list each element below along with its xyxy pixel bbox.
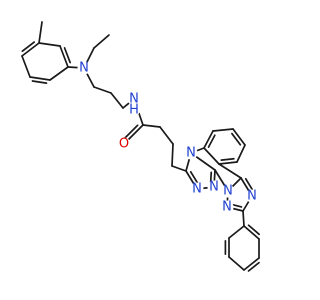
atom-n-bridge: N (221, 184, 235, 199)
bond-c2-c3 (110, 92, 124, 109)
bond-p3-p4-second (247, 261, 260, 272)
atom-background (184, 146, 198, 160)
bond-e1-e2 (93, 34, 110, 49)
atom-symbol: N (192, 182, 202, 197)
bond-t2-t3 (38, 42, 61, 47)
atom-background (220, 200, 234, 214)
atom-background (221, 184, 235, 198)
bond-q6-l1 (218, 163, 242, 179)
bond-t5-t6 (29, 76, 51, 81)
bond-t2-me (38, 21, 43, 44)
bond-t1-t2 (21, 42, 40, 57)
atom-hydrogen: H (129, 103, 139, 118)
atom-background (207, 180, 221, 194)
bond-b1-b2 (159, 126, 174, 145)
bond-layer (21, 21, 260, 272)
atom-n-ring-c: N (245, 189, 259, 204)
bond-q1-q2 (203, 130, 214, 149)
atom-background (77, 61, 91, 75)
bond-b3-tr1 (171, 165, 187, 172)
bond-q5-q6-second (220, 157, 235, 161)
bond-q3-q4 (232, 128, 246, 146)
bond-b2-b3 (171, 143, 174, 167)
bond-p6-p1 (228, 225, 245, 239)
atom-background (117, 137, 131, 151)
bond-t3-t4 (59, 45, 69, 68)
bond-q5-q6 (218, 161, 238, 165)
atom-n-ring-b: N (207, 180, 221, 195)
bond-l3-p1 (242, 210, 245, 227)
bond-t6-t1 (21, 55, 31, 78)
bond-t1-t2-second (21, 41, 36, 53)
bond-t5-t6-second (31, 80, 48, 84)
atom-background (190, 182, 204, 196)
atom-n-ring-a: N (190, 182, 204, 197)
bond-p4-p5 (228, 256, 245, 271)
atom-symbol: N (79, 61, 89, 76)
bond-p1-p2 (243, 225, 260, 240)
atom-symbol: N (247, 189, 257, 204)
bond-tr1-tra-second (189, 170, 200, 186)
atom-background (245, 189, 259, 203)
atom-symbol: N (209, 180, 219, 195)
atom-n-fused: N (184, 146, 198, 161)
bond-q3-q4-second (231, 132, 242, 146)
atom-n-ring-d: N (220, 200, 234, 215)
atom-symbol: N (129, 92, 139, 107)
bond-q1-q2-second (207, 134, 216, 148)
atom-symbol: O (119, 137, 129, 152)
atom-symbol: N (222, 200, 232, 215)
bond-p1-p2-second (247, 224, 260, 236)
bond-t4-t5 (49, 66, 69, 81)
atom-symbol: N (186, 146, 196, 161)
hydrogen-background (128, 104, 140, 116)
bond-l1-Nc-second (244, 177, 255, 193)
atom-n-amide: NH (127, 92, 141, 118)
atom-n-amine: N (77, 61, 91, 76)
bond-C-b1 (142, 124, 161, 128)
bond-C-O-second (123, 124, 139, 140)
bond-c1-c2 (93, 86, 112, 94)
atom-o-amide: O (117, 137, 131, 152)
atom-symbol: N (223, 184, 233, 199)
bond-p3-p4 (243, 257, 260, 271)
bond-q6-q1 (203, 147, 220, 165)
bond-q2-q3 (212, 128, 234, 132)
atom-background (127, 92, 141, 106)
bond-q4-q5 (236, 144, 246, 163)
bond-t3-t4-second (63, 47, 72, 64)
